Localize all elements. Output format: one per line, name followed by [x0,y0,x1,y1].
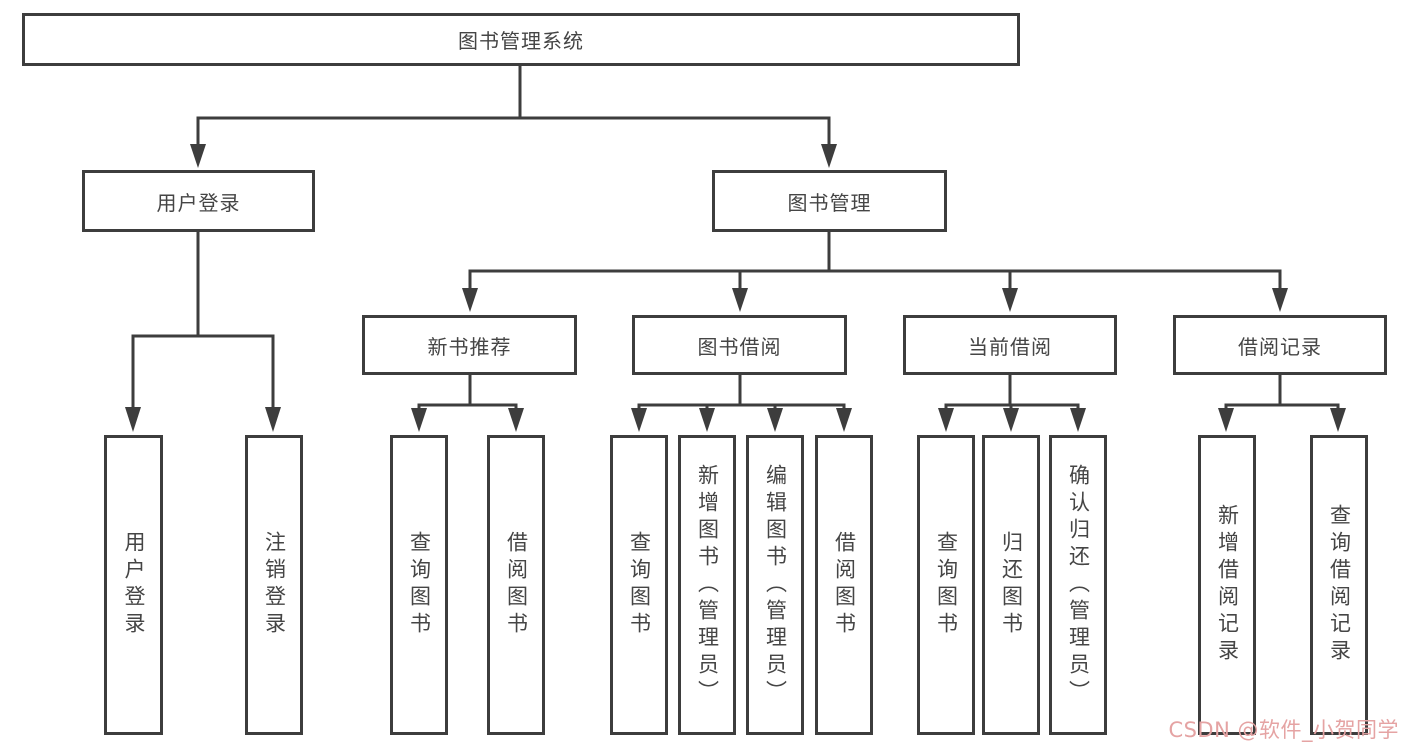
node-user-login: 用户登录 [82,170,315,232]
arrow-down-icon [1330,408,1346,432]
node-label: 查询借阅记录 [1327,504,1352,666]
node-label: 图书借阅 [697,334,782,359]
node-label: 新增借阅记录 [1215,504,1240,666]
arrow-down-icon [821,144,837,168]
node-book-management: 图书管理 [712,170,947,232]
arrow-down-icon [836,408,852,432]
watermark: CSDN @软件_小贺同学 [1168,718,1399,742]
arrow-down-icon [190,144,206,168]
arrow-down-icon [265,407,281,432]
arrow-down-icon [1272,288,1288,312]
leaf-add-books-admin: 新增图书（管理员） [678,435,736,735]
node-label: 图书管理 [787,190,872,215]
leaf-query-books-recommend: 查询图书 [390,435,448,735]
connector-new-book-branch [417,403,518,410]
node-label: 图书管理系统 [458,29,584,53]
node-label: 编辑图书（管理员） [763,463,788,707]
leaf-logout: 注销登录 [245,435,303,735]
node-label: 确认归还（管理员） [1066,463,1091,707]
arrow-down-icon [1002,288,1018,312]
arrow-down-icon [1218,408,1234,432]
arrow-down-icon [125,407,141,432]
arrow-down-icon [1070,408,1086,432]
node-label: 归还图书 [999,531,1024,639]
connector-book-mgmt-branch [468,269,1282,290]
leaf-query-books-borrow: 查询图书 [610,435,668,735]
connector-borrow-records-branch [1224,403,1340,410]
node-label: 查询图书 [407,531,432,639]
node-label: 新增图书（管理员） [695,463,720,707]
node-root: 图书管理系统 [22,13,1020,66]
node-label: 借阅图书 [504,531,529,639]
leaf-edit-books-admin: 编辑图书（管理员） [746,435,804,735]
arrow-down-icon [462,288,478,312]
node-label: 查询图书 [627,531,652,639]
node-new-book-recommend: 新书推荐 [362,315,577,375]
node-book-borrow: 图书借阅 [632,315,847,375]
node-current-borrow: 当前借阅 [903,315,1117,375]
arrow-down-icon [411,408,427,432]
node-label: 查询图书 [934,531,959,639]
leaf-user-login: 用户登录 [104,435,163,735]
leaf-add-borrow-record: 新增借阅记录 [1198,435,1256,735]
node-label: 借阅记录 [1238,334,1322,359]
leaf-return-books: 归还图书 [982,435,1040,735]
node-label: 注销登录 [262,531,287,639]
arrow-down-icon [767,408,783,432]
node-label: 用户登录 [156,190,241,215]
arrow-down-icon [699,408,715,432]
leaf-query-borrow-record: 查询借阅记录 [1310,435,1368,735]
leaf-borrow-books: 借阅图书 [815,435,873,735]
node-label: 当前借阅 [968,334,1052,359]
node-label: 新书推荐 [427,334,512,359]
arrow-down-icon [631,408,647,432]
arrow-down-icon [508,408,524,432]
leaf-borrow-books-recommend: 借阅图书 [487,435,545,735]
arrow-down-icon [1003,408,1019,432]
connector-root-branch [196,116,831,146]
node-borrow-records: 借阅记录 [1173,315,1387,375]
connector-user-login-branch [131,334,275,409]
node-label: 用户登录 [122,531,146,639]
connector-book-borrow-branch [637,403,846,410]
arrow-down-icon [938,408,954,432]
leaf-query-books-current: 查询图书 [917,435,975,735]
arrow-down-icon [732,288,748,312]
node-label: 借阅图书 [832,531,857,639]
leaf-confirm-return-admin: 确认归还（管理员） [1049,435,1107,735]
